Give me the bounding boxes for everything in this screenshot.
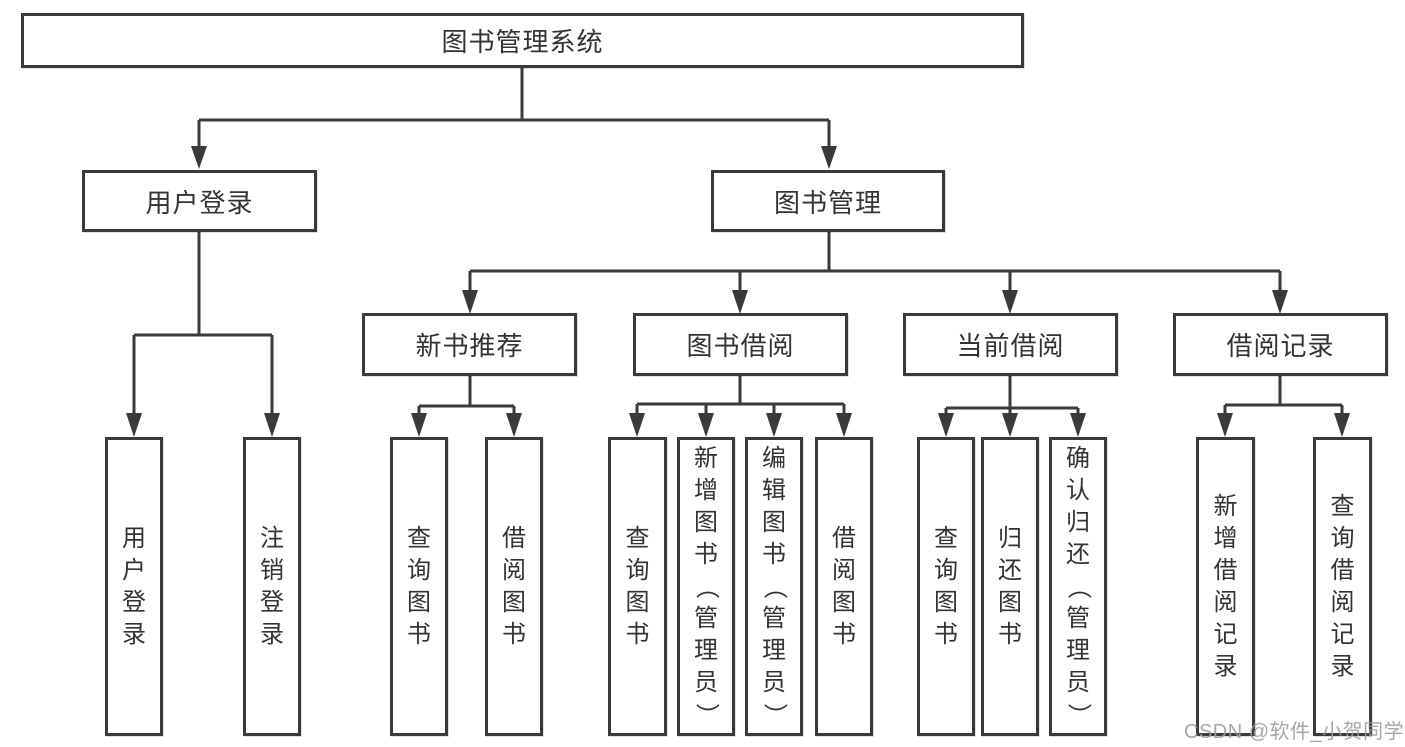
node-label: 用户登录 (122, 524, 146, 648)
node-rec-borrow-books: 借阅图书 (485, 437, 543, 736)
node-label: 新增借阅记录 (1213, 492, 1238, 680)
node-label: 借阅图书 (502, 524, 526, 648)
node-logout: 注销登录 (243, 437, 301, 736)
node-new-book-recommend: 新书推荐 (362, 313, 577, 376)
node-current-query-books: 查询图书 (917, 437, 975, 736)
node-borrow-query-books: 查询图书 (608, 437, 667, 736)
node-label: 查询图书 (625, 524, 650, 648)
node-user-login-group: 用户登录 (82, 170, 317, 232)
node-current-borrowing: 当前借阅 (903, 313, 1118, 376)
node-label: 查询借阅记录 (1330, 492, 1355, 680)
node-label: 图书借阅 (686, 331, 795, 361)
node-label: 归还图书 (998, 524, 1022, 648)
node-label: 当前借阅 (956, 331, 1065, 361)
node-user-login: 用户登录 (105, 437, 163, 736)
node-label: 编辑图书（管理员） (761, 444, 788, 727)
node-label: 确认归还（管理员） (1065, 444, 1092, 727)
node-add-books-admin: 新增图书（管理员） (677, 437, 735, 736)
node-label: 借阅图书 (832, 524, 856, 648)
node-library-management-system: 图书管理系统 (21, 13, 1024, 68)
node-label: 图书管理系统 (441, 27, 604, 57)
node-confirm-return-admin: 确认归还（管理员） (1049, 437, 1107, 736)
node-add-borrow-record: 新增借阅记录 (1196, 437, 1255, 736)
node-label: 借阅记录 (1226, 331, 1335, 361)
node-return-books: 归还图书 (981, 437, 1039, 736)
node-label: 注销登录 (260, 524, 284, 648)
csdn-watermark: CSDN @软件_小贺同学 (1184, 721, 1405, 743)
node-label: 查询图书 (407, 524, 431, 648)
node-label: 用户登录 (145, 187, 254, 218)
node-label: 图书管理 (773, 187, 882, 218)
arrowheads (126, 146, 1350, 437)
node-book-borrowing: 图书借阅 (633, 313, 848, 376)
node-borrow-books: 借阅图书 (815, 437, 873, 736)
node-borrow-records: 借阅记录 (1173, 313, 1388, 376)
node-book-management: 图书管理 (711, 170, 945, 232)
node-label: 新书推荐 (415, 331, 524, 361)
node-label: 查询图书 (934, 524, 958, 648)
node-query-borrow-record: 查询借阅记录 (1313, 437, 1372, 736)
node-edit-books-admin: 编辑图书（管理员） (745, 437, 803, 736)
node-rec-query-books: 查询图书 (390, 437, 448, 736)
node-label: 新增图书（管理员） (693, 444, 720, 727)
